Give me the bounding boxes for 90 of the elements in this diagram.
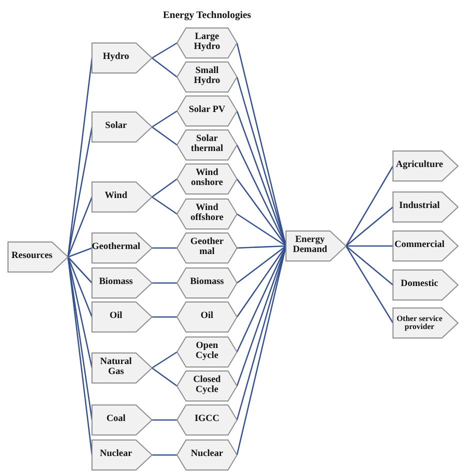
connector-line — [236, 178, 287, 246]
connector-line — [68, 247, 92, 258]
node-label: Closed Cycle — [192, 374, 222, 397]
node-label: Industrial — [398, 200, 441, 214]
node-label: Wind offshore — [189, 202, 225, 225]
node-label: Biomass — [189, 276, 225, 290]
node-label: Wind onshore — [190, 167, 224, 190]
connector-line — [67, 256, 93, 368]
hexagon-box — [177, 233, 237, 263]
connector-line — [346, 245, 393, 247]
node-label: Coal — [106, 413, 126, 426]
node-label: Agriculture — [394, 159, 444, 172]
hexagon-box — [177, 130, 237, 160]
connector-line — [345, 246, 394, 324]
node-label: Natural Gas — [99, 356, 133, 379]
hexagon-box — [177, 96, 237, 126]
pentagon-arrow-box — [92, 43, 152, 73]
connector-line — [345, 166, 394, 246]
hexagon-box — [177, 28, 237, 58]
node-label: Geothermal — [92, 241, 142, 254]
connector-line — [152, 419, 177, 421]
connector-line — [152, 282, 177, 284]
connector-line — [68, 256, 92, 284]
node-label: Nuclear — [190, 448, 224, 462]
pentagon-arrow-box — [286, 231, 346, 261]
connector-line — [67, 256, 93, 318]
node-label: Solar PV — [188, 104, 226, 118]
pentagon-arrow-box — [92, 233, 152, 263]
node-label: Oil — [108, 310, 124, 324]
connector-line — [236, 246, 287, 352]
hexagon-box — [177, 62, 237, 92]
hexagon-box — [177, 337, 237, 367]
pentagon-arrow-box — [92, 182, 152, 212]
node-label: Nuclear — [98, 448, 134, 462]
connector-line — [67, 256, 93, 420]
node-label: Commercial — [394, 239, 446, 252]
hexagon-box — [177, 302, 237, 332]
node-label: Oil — [200, 310, 214, 324]
pentagon-arrow-box — [92, 112, 152, 142]
node-label: Other service provider — [396, 312, 444, 333]
node-label: IGCC — [194, 413, 220, 426]
connector-line — [236, 245, 286, 284]
connector-line — [346, 206, 394, 246]
connector-line — [346, 246, 394, 286]
hexagon-box — [177, 268, 237, 298]
node-label: Energy Demand — [292, 234, 328, 257]
node-label: Large Hydro — [192, 31, 222, 54]
connector-line — [152, 351, 178, 369]
connector-line — [152, 367, 178, 387]
hexagon-box — [177, 371, 237, 401]
pentagon-arrow-box — [92, 440, 152, 470]
pentagon-arrow-box — [393, 192, 458, 222]
connector-line — [236, 213, 286, 247]
pentagon-arrow-box — [393, 308, 458, 338]
node-label: Hydro — [102, 51, 130, 64]
hexagon-box — [177, 440, 237, 470]
connector-line — [67, 126, 93, 258]
pentagon-arrow-box — [92, 353, 152, 383]
node-label: Domestic — [400, 278, 440, 292]
node-label: Small Hydro — [192, 65, 222, 88]
pentagon-arrow-box — [393, 270, 458, 300]
node-label: Biomass — [98, 276, 134, 290]
pentagon-arrow-box — [92, 268, 152, 298]
connector-line — [152, 316, 177, 318]
node-label: Solar — [104, 120, 128, 134]
node-label: Open Cycle — [194, 340, 220, 363]
connector-line — [152, 454, 177, 456]
connector-line — [152, 196, 178, 215]
pentagon-arrow-box — [92, 405, 152, 435]
connector-line — [152, 42, 178, 59]
connector-line — [236, 246, 287, 318]
hexagon-box — [177, 199, 237, 229]
connector-line — [67, 196, 93, 258]
connector-line — [236, 245, 286, 249]
connector-line — [152, 126, 178, 146]
pentagon-arrow-box — [393, 231, 458, 261]
connector-line — [152, 247, 177, 249]
pentagon-arrow-box — [8, 242, 68, 272]
node-label: Wind — [104, 190, 128, 204]
node-label: Resources — [10, 250, 54, 264]
node-label: Geother mal — [189, 236, 225, 259]
diagram-title: Energy Technologies — [163, 10, 252, 21]
connector-line — [152, 57, 178, 78]
connector-line — [152, 110, 178, 128]
hexagon-box — [177, 164, 237, 194]
pentagon-arrow-box — [92, 302, 152, 332]
connector-line — [152, 178, 178, 198]
pentagon-arrow-box — [393, 151, 458, 181]
node-label: Solar thermal — [190, 133, 224, 156]
hexagon-box — [177, 405, 237, 435]
